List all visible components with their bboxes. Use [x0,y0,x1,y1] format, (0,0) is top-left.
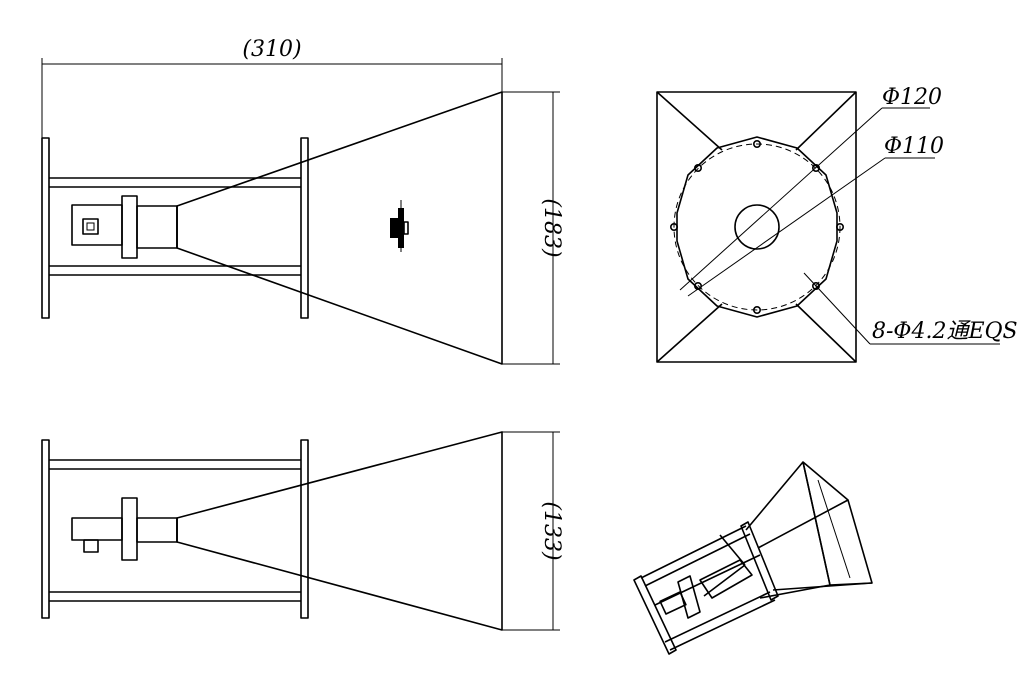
horn-mount-detail [390,200,409,252]
center-opening [734,204,780,250]
iso-front-plate [740,521,779,601]
length-dimension: (310) [41,37,503,140]
feed-flange [121,195,138,259]
iso-rear-plate [633,575,677,655]
side-view-top: (310) [41,37,564,365]
leader-lines [679,107,1000,345]
iso-connector [659,591,687,615]
length-label: (310) [242,37,301,62]
connector-port-bottom [83,539,99,553]
waveguide-bottom [136,517,178,543]
iso-rods [640,525,776,651]
connector-body [71,204,123,246]
connector-port [82,218,99,235]
front-flange [300,137,309,319]
horn-flare [176,91,503,365]
waveguide [136,205,178,249]
aperture-outline [656,91,857,363]
outer-diameter-label: Φ120 [882,85,942,110]
isometric-view [633,461,873,655]
aperture-dimension-top: (183) [502,91,564,365]
side-view-bottom: (133) [41,431,564,631]
aperture-dimension-bottom: (133) [502,431,564,631]
rear-flange-bottom [41,439,50,619]
rear-flange [41,137,50,319]
aperture-label-top: (183) [539,198,564,257]
bolt-circle-label: Φ110 [884,134,944,159]
flange-corners [656,91,857,363]
iso-aperture [802,461,873,586]
feed-flange-bottom [121,497,138,561]
front-flange-bottom [300,439,309,619]
outer-flange [676,136,838,318]
front-view: Φ120 Φ110 8-Φ4.2通EQS [656,85,1018,363]
aperture-label-bottom: (133) [539,501,564,560]
iso-feed-flange [677,575,701,619]
connector-body-bottom [71,517,123,541]
bolt-circle [673,143,841,311]
hole-spec-label: 8-Φ4.2通EQS [872,319,1018,344]
support-rods-bottom [49,459,301,602]
